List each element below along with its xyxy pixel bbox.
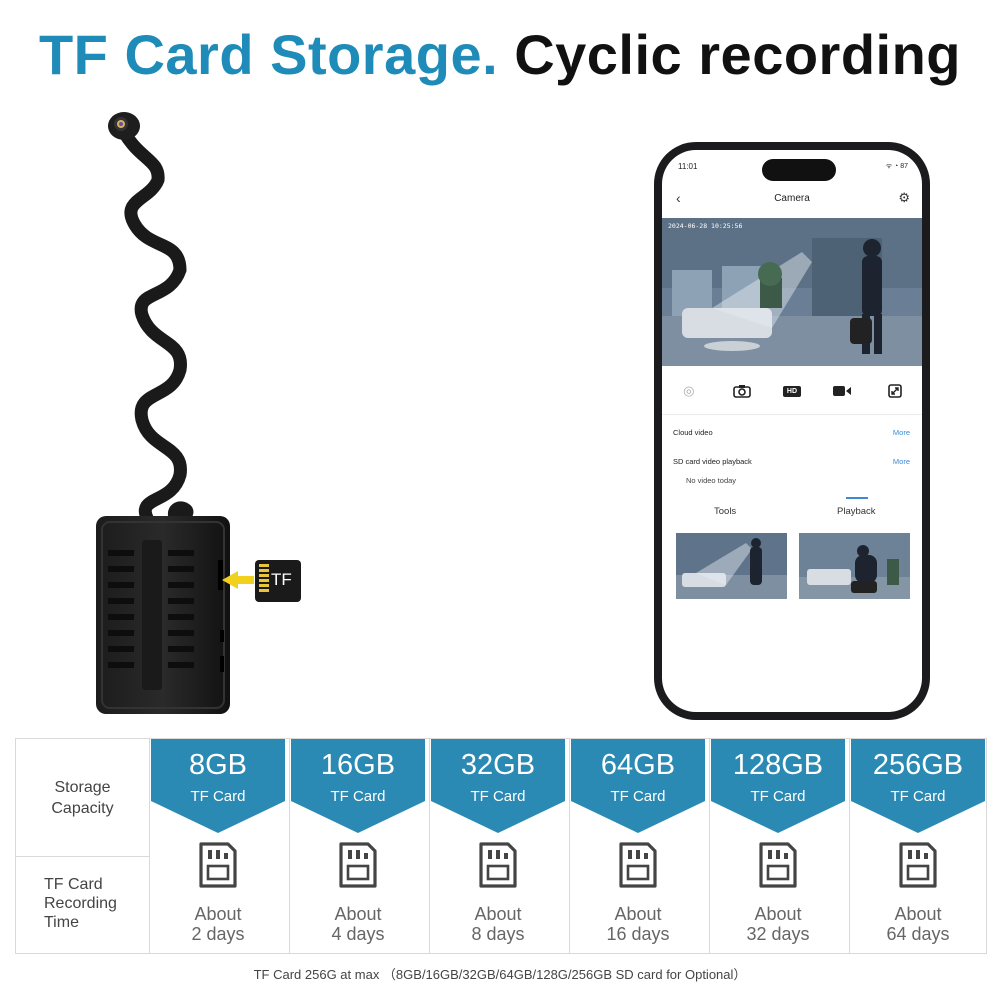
capacity-card-label: TF Card [890, 788, 946, 805]
recording-days: 64 days [886, 924, 950, 944]
column-divider [849, 739, 850, 953]
status-time: 11:01 [678, 162, 698, 171]
live-video-feed[interactable] [662, 218, 922, 366]
sd-slot [218, 560, 223, 590]
headline-part-1: TF Card Storage. [38, 23, 499, 86]
hd-toggle-button[interactable]: HD [782, 385, 801, 397]
column-divider [709, 739, 710, 953]
record-video-icon[interactable] [829, 380, 855, 402]
recording-time: About 64 days [851, 904, 985, 944]
headline-part-2: Cyclic recording [514, 23, 962, 86]
phone-screen: 11:01 ᯤ ◔ 87 ‹ Camera ⚙ 2024-06-28 10:25… [662, 150, 922, 712]
recording-days: 32 days [746, 924, 810, 944]
snapshot-camera-icon[interactable] [729, 380, 755, 402]
active-tab-indicator [846, 497, 868, 499]
back-icon[interactable]: ‹ [676, 190, 681, 206]
capacity-column: 16GB TF Card About 4 days [289, 739, 428, 953]
sd-card-icon [759, 842, 797, 888]
tf-card-label: TF [271, 570, 292, 589]
playback-thumbnail-2[interactable] [799, 533, 910, 599]
capacity-column: 64GB TF Card About 16 days [569, 739, 708, 953]
recording-days: 16 days [606, 924, 670, 944]
smartphone: 11:01 ᯤ ◔ 87 ‹ Camera ⚙ 2024-06-28 10:25… [654, 142, 930, 720]
capacity-column: 8GB TF Card About 2 days [149, 739, 288, 953]
insert-arrow-icon [222, 571, 238, 589]
about-label: About [474, 904, 522, 924]
vent-slots [108, 540, 194, 690]
sd-card-icon [619, 842, 657, 888]
cloud-video-label: Cloud video [673, 428, 713, 437]
no-video-text: No video today [686, 476, 737, 485]
gear-icon[interactable]: ⚙ [898, 190, 910, 205]
capacity-value: 8GB [188, 749, 248, 781]
cloud-video-more-link[interactable]: More [892, 428, 910, 437]
recording-days: 8 days [471, 924, 525, 944]
dynamic-island [762, 159, 836, 181]
capacity-value: 256GB [872, 749, 964, 781]
column-divider [289, 739, 290, 953]
sd-playback-more-link[interactable]: More [892, 457, 910, 466]
insert-arrow-tail [236, 576, 254, 584]
row-header-storage-capacity: Storage Capacity [16, 777, 149, 819]
sd-playback-label: SD card video playback [673, 457, 752, 466]
capacity-card-label: TF Card [750, 788, 806, 805]
about-label: About [194, 904, 242, 924]
column-divider [569, 739, 570, 953]
recording-days: 4 days [331, 924, 385, 944]
recording-time: About 16 days [571, 904, 705, 944]
sd-card-icon [339, 842, 377, 888]
about-label: About [334, 904, 382, 924]
capacity-column: 128GB TF Card About 32 days [709, 739, 848, 953]
fullscreen-icon[interactable] [882, 380, 908, 402]
capacity-value: 16GB [320, 749, 396, 781]
mini-camera-device [96, 112, 230, 714]
about-label: About [614, 904, 662, 924]
recording-time: About 32 days [711, 904, 845, 944]
status-icons: ᯤ ◔ 87 [885, 163, 908, 170]
recording-time: About 2 days [151, 904, 285, 944]
screen-title: Camera [774, 193, 810, 204]
video-timestamp: 2024-06-28 10:25:56 [668, 222, 743, 230]
capacity-card-label: TF Card [190, 788, 246, 805]
capacity-value: 64GB [600, 749, 676, 781]
tab-playback[interactable]: Playback [837, 506, 876, 517]
playback-thumbnail-1[interactable] [676, 533, 787, 599]
sd-card-icon [479, 842, 517, 888]
row-header-recording-time: TF Card Recording Time [44, 875, 149, 932]
column-divider [429, 739, 430, 953]
capacity-column: 256GB TF Card About 64 days [849, 739, 988, 953]
tf-card-icon: TF [255, 560, 301, 602]
capacity-value: 128GB [732, 749, 824, 781]
lens-icon [108, 112, 140, 140]
footnote: TF Card 256G at max （8GB/16GB/32GB/64GB/… [253, 967, 747, 982]
capacity-column: 32GB TF Card About 8 days [429, 739, 568, 953]
tab-tools[interactable]: Tools [714, 506, 737, 517]
divider [662, 414, 922, 415]
recording-time: About 4 days [291, 904, 425, 944]
row-header-text: TF Card Recording Time [44, 876, 117, 931]
coiled-cable [117, 125, 194, 538]
video-controls: ◎ HD [662, 378, 922, 404]
row-header-text: Storage Capacity [51, 779, 114, 817]
sd-card-icon [199, 842, 237, 888]
recording-days: 2 days [191, 924, 245, 944]
recording-time: About 8 days [431, 904, 565, 944]
tf-card-pins [259, 564, 269, 592]
sd-card-icon [899, 842, 937, 888]
capacity-card-label: TF Card [470, 788, 526, 805]
storage-table: Storage Capacity TF Card Recording Time … [15, 738, 987, 954]
ptz-icon[interactable]: ◎ [683, 383, 695, 398]
row-divider [16, 856, 149, 857]
capacity-card-label: TF Card [610, 788, 666, 805]
about-label: About [754, 904, 802, 924]
page-title: TF Card Storage. Cyclic recording [0, 22, 1000, 87]
about-label: About [894, 904, 942, 924]
capacity-value: 32GB [460, 749, 536, 781]
column-divider [149, 739, 150, 953]
capacity-card-label: TF Card [330, 788, 386, 805]
